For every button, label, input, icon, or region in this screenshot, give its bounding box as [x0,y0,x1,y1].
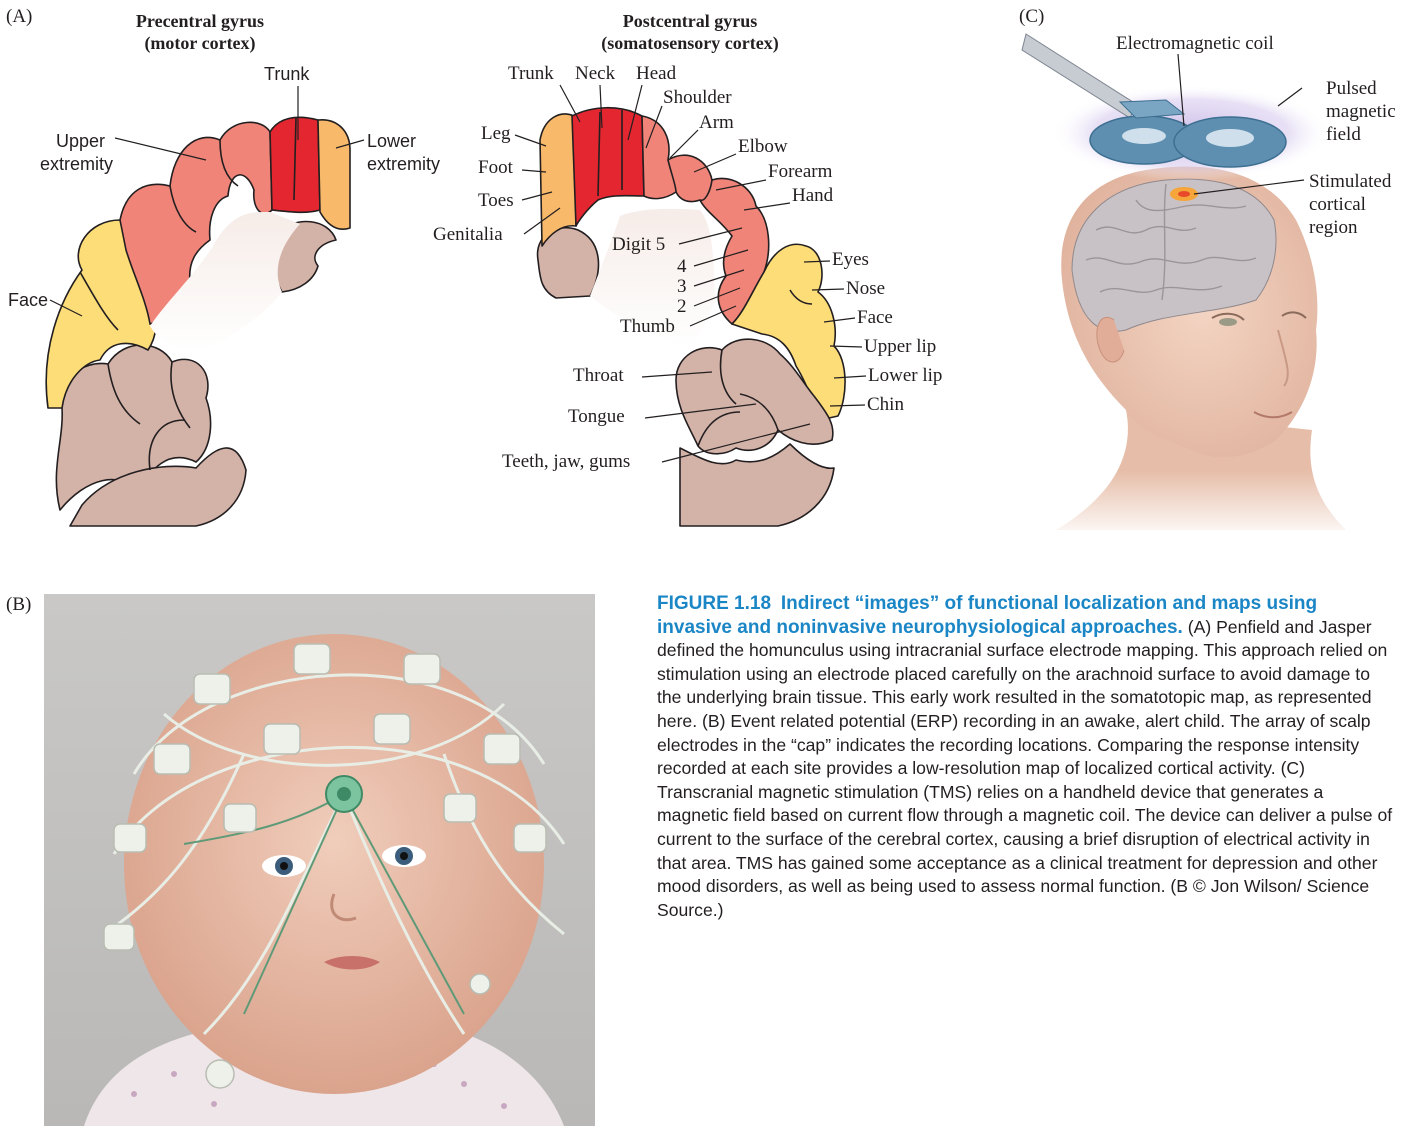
tms-label-stim-2: cortical [1309,194,1366,216]
postcentral-title-line1: Postcentral gyrus [560,10,820,32]
sensory-label-arm: Arm [699,112,734,134]
caption-body: (A) Penfield and Jasper defined the homu… [657,617,1392,920]
tms-label-pulsed-2: magnetic [1326,101,1396,123]
sensory-label-thumb: Thumb [620,316,675,338]
sensory-leg-region [540,114,576,246]
motor-lower-extremity-region [318,120,350,229]
eeg-child-illustration [44,594,595,1126]
tms-label-pulsed-3: field [1326,124,1361,146]
sensory-label-shoulder: Shoulder [663,87,732,109]
sensory-label-trunk: Trunk [508,63,554,85]
sensory-label-tongue: Tongue [568,406,625,428]
tms-label-stim-1: Stimulated [1309,171,1391,193]
sensory-label-teeth: Teeth, jaw, gums [502,451,630,473]
caption-figure-number: FIGURE 1.18 [657,593,771,614]
sensory-label-throat: Throat [573,365,624,387]
sensory-label-nose: Nose [846,278,885,300]
sensory-label-lower-lip: Lower lip [868,365,942,387]
sensory-label-digit2: 2 [677,296,687,318]
tms-label-coil: Electromagnetic coil [1116,33,1274,55]
panel-a-letter: (A) [6,6,32,28]
sensory-trunk-region [572,108,644,226]
sensory-label-leg: Leg [481,123,511,145]
child-head [124,634,544,1094]
sensory-label-chin: Chin [867,394,904,416]
sensory-label-digit4: 4 [677,256,687,278]
figure-caption: FIGURE 1.18 Indirect “images” of functio… [657,592,1397,922]
precentral-title-line2: (motor cortex) [100,32,300,54]
sensory-label-eyes: Eyes [832,249,869,271]
sensory-label-hand: Hand [792,185,833,207]
tms-label-pulsed-1: Pulsed [1326,78,1377,100]
panel-c-letter: (C) [1019,6,1044,28]
motor-label-lower-1: Lower [367,130,416,152]
sensory-label-toes: Toes [478,190,514,212]
panel-b-letter: (B) [6,594,31,616]
sensory-label-foot: Foot [478,157,513,179]
sensory-label-neck: Neck [575,63,615,85]
sensory-label-digit5: Digit 5 [612,234,665,256]
precentral-gyrus-diagram [46,117,350,526]
postcentral-title-line2: (somatosensory cortex) [560,32,820,54]
sensory-label-forearm: Forearm [768,161,832,183]
precentral-title: Precentral gyrus (motor cortex) [100,10,300,54]
sensory-label-upper-lip: Upper lip [864,336,936,358]
motor-label-upper-2: extremity [40,153,113,175]
sensory-label-digit3: 3 [677,276,687,298]
precentral-title-line1: Precentral gyrus [100,10,300,32]
tms-label-stim-3: region [1309,217,1358,239]
motor-label-upper-1: Upper [56,130,105,152]
motor-label-face: Face [8,289,48,311]
sensory-label-head: Head [636,63,676,85]
sensory-label-face: Face [857,307,893,329]
postcentral-title: Postcentral gyrus (somatosensory cortex) [560,10,820,54]
eeg-cap-photo [44,594,595,1126]
sensory-label-genitalia: Genitalia [433,224,503,246]
motor-label-lower-2: extremity [367,153,440,175]
motor-label-trunk: Trunk [264,63,309,85]
sensory-label-elbow: Elbow [738,136,788,158]
